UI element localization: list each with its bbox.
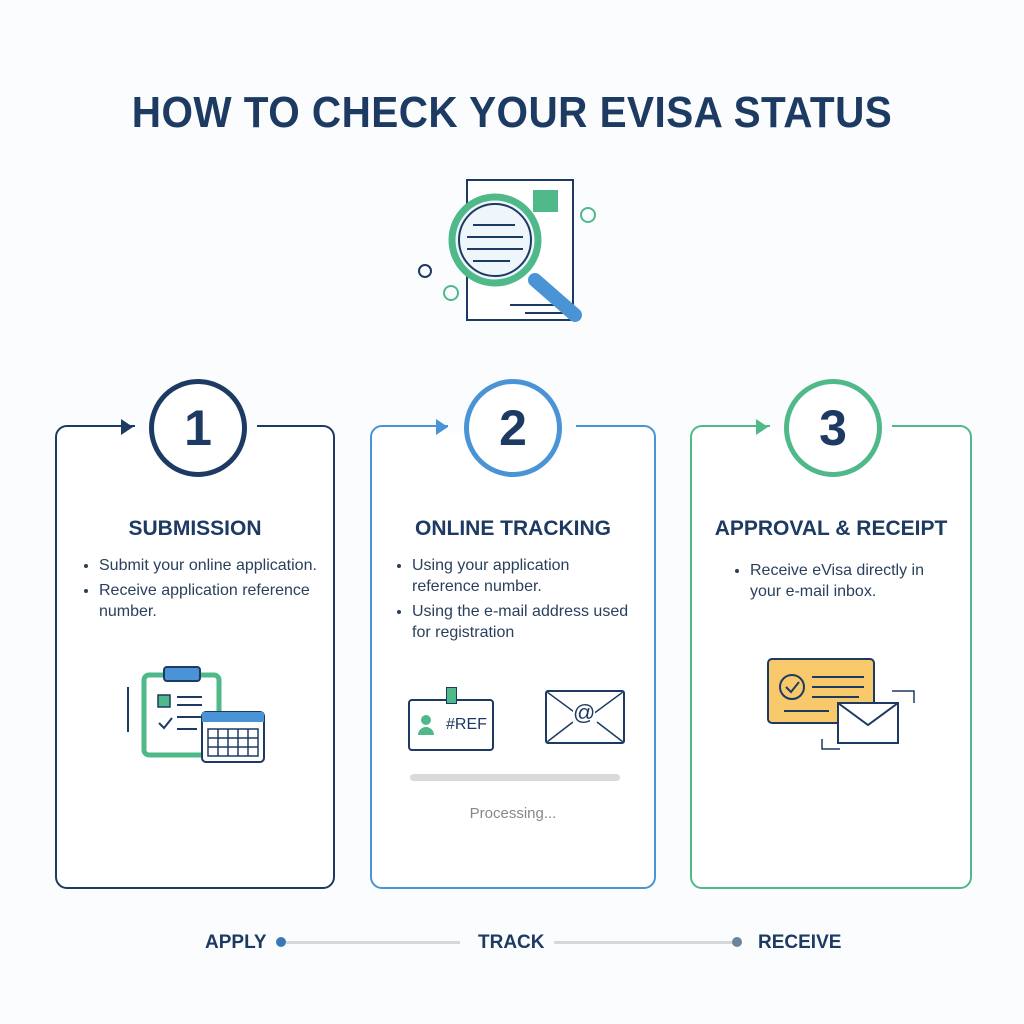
- clipboard-calendar-icon: [127, 666, 265, 763]
- processing-status: Processing...: [469, 805, 557, 822]
- email-envelope-icon: @: [545, 690, 625, 744]
- step-card-3: 3 APPROVAL & RECEIPT Receive eVisa direc…: [690, 379, 972, 889]
- document-search-icon: [418, 179, 596, 322]
- timeline-receive: RECEIVE: [758, 932, 842, 953]
- step-number-3: 3: [784, 379, 882, 477]
- timeline-line: [286, 941, 460, 944]
- timeline-apply: APPLY: [205, 932, 267, 953]
- at-symbol: @: [573, 700, 596, 726]
- timeline-line: [554, 941, 734, 944]
- step-card-2: 2 ONLINE TRACKING Using your application…: [370, 379, 656, 889]
- person-icon: [418, 715, 434, 739]
- bullet: Submit your online application.: [99, 555, 339, 576]
- step-number-2: 2: [464, 379, 562, 477]
- step-number-1: 1: [149, 379, 247, 477]
- step-title: SUBMISSION: [128, 517, 262, 540]
- bullet: Receive eVisa directly in your e-mail in…: [750, 560, 950, 602]
- step-title: APPROVAL & RECEIPT: [714, 517, 948, 540]
- step-bullets: Submit your online application. Receive …: [81, 555, 339, 626]
- page-title: HOW TO CHECK YOUR EVISA STATUS: [131, 88, 893, 137]
- timeline-track: TRACK: [478, 932, 545, 953]
- progress-bar: [410, 774, 620, 781]
- step-bullets: Receive eVisa directly in your e-mail in…: [732, 560, 950, 606]
- ref-label: #REF: [446, 716, 487, 733]
- step-bullets: Using your application reference number.…: [394, 555, 632, 647]
- step-card-1: 1 SUBMISSION Submit your online applicat…: [55, 379, 335, 889]
- step-title: ONLINE TRACKING: [415, 517, 611, 540]
- reference-id-card: #REF: [408, 687, 494, 751]
- timeline-dot: [732, 937, 742, 947]
- timeline-dot: [276, 937, 286, 947]
- bullet: Using your application reference number.: [412, 555, 632, 597]
- evisa-email-icon: [767, 658, 915, 750]
- bullet: Using the e-mail address used for regist…: [412, 601, 632, 643]
- bullet: Receive application reference number.: [99, 580, 339, 622]
